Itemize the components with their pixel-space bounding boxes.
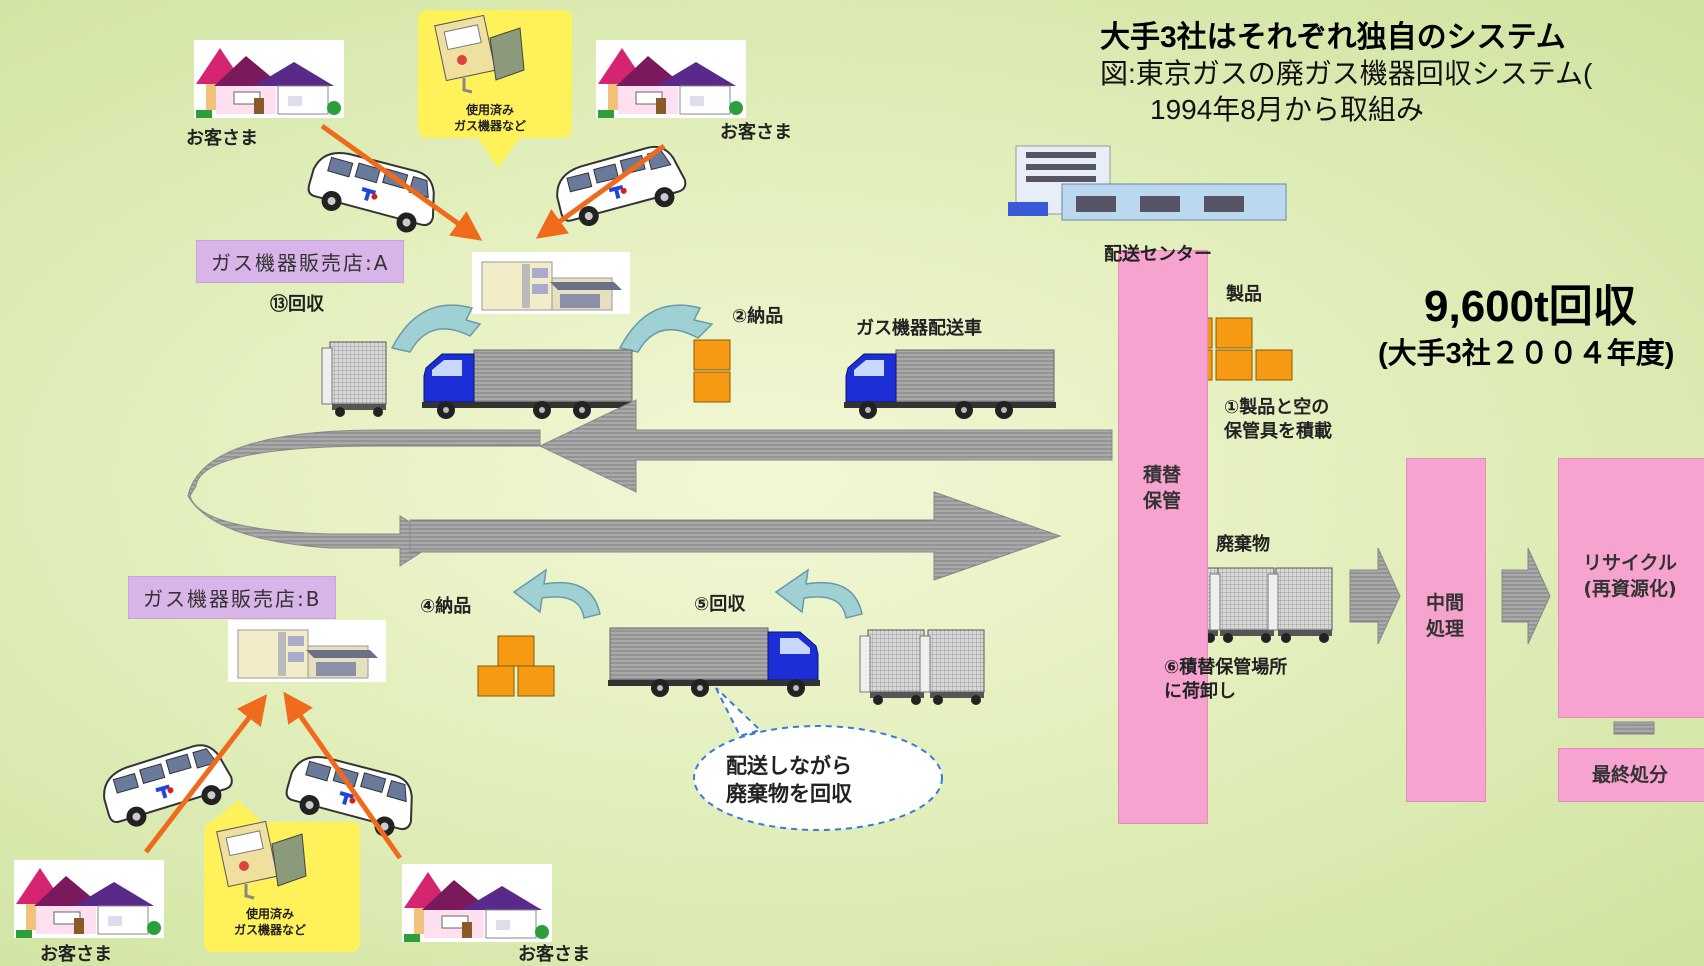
page-subtitle: 図:東京ガスの廃ガス機器回収システム( 1994年8月から取組み xyxy=(1100,56,1592,128)
recovery-note: (大手3社２００４年度) xyxy=(1378,338,1675,370)
intermediate-processing-bar xyxy=(1406,458,1486,802)
delivery-truck-label: ガス機器配送車 xyxy=(856,318,982,339)
carts-b xyxy=(859,629,985,706)
final-disposal-bar xyxy=(1558,748,1704,802)
waste-label: 廃棄物 xyxy=(1216,534,1270,555)
transfer-storage-label: 積替 保管 xyxy=(1142,464,1181,512)
collect-bubble-text: 配送しながら 廃棄物を回収 xyxy=(726,754,852,806)
delivery-center-bar xyxy=(1118,250,1208,824)
customer-label-bl: お客さま xyxy=(40,944,112,965)
customer-label-tr: お客さま xyxy=(720,122,792,143)
customer-house-icon-br xyxy=(401,863,553,943)
gray-flow-arrows xyxy=(187,399,1113,581)
customer-label-br: お客さま xyxy=(518,944,590,965)
step6-label: ⑥積替保管場所 に荷卸し xyxy=(1164,657,1288,702)
step2-label: ②納品 xyxy=(732,306,784,327)
step1-label: ①製品と空の 保管具を積載 xyxy=(1224,397,1332,442)
van-icon-tr xyxy=(548,138,693,235)
step5-label: ⑤回収 xyxy=(694,594,746,615)
customer-house-icon-tr xyxy=(595,39,747,119)
curved-arrows-top xyxy=(390,304,714,353)
subtitle-line2: 1994年8月から取組み xyxy=(1150,94,1424,125)
curved-arrows-bottom xyxy=(512,568,863,619)
used-equipment-text-bottom: 使用済み ガス機器など xyxy=(233,907,306,937)
recycle-bar xyxy=(1558,458,1704,718)
storage-cart-icon-a xyxy=(321,341,387,418)
recycle-label: リサイクル (再資源化) xyxy=(1582,552,1678,600)
store-b-building-icon xyxy=(227,619,387,683)
product-boxes-a xyxy=(693,339,731,403)
customer-house-icon-tl xyxy=(193,39,345,119)
truck-icon-b xyxy=(607,627,821,698)
used-equipment-text-top: 使用済み ガス機器など xyxy=(453,103,526,133)
store-a-label: ガス機器販売店:A xyxy=(196,240,405,283)
intermediate-label: 中間 処理 xyxy=(1425,592,1464,640)
orange-arrows xyxy=(144,123,666,860)
customer-label-tl: お客さま xyxy=(186,128,258,149)
delivery-center-label: 配送センター xyxy=(1104,244,1212,265)
van-icon-tl xyxy=(301,141,446,241)
step3-label: ⑬回収 xyxy=(270,294,324,315)
store-a-building-icon xyxy=(471,251,631,315)
collect-while-delivering-bubble xyxy=(693,687,943,831)
final-disposal-label: 最終処分 xyxy=(1591,764,1668,786)
store-b-label: ガス機器販売店:B xyxy=(128,576,337,619)
page-title: 大手3社はそれぞれ独自のシステム xyxy=(1100,21,1566,54)
products-label: 製品 xyxy=(1226,284,1262,305)
step4-label: ④納品 xyxy=(420,596,472,617)
used-equipment-bubble-bottom xyxy=(204,800,360,952)
customer-house-icon-bl xyxy=(13,859,165,939)
product-boxes-b xyxy=(477,635,555,697)
truck-icon-a xyxy=(421,349,635,420)
process-arrows xyxy=(1349,547,1655,735)
recovery-amount: 9,600t回収 xyxy=(1424,282,1637,331)
subtitle-line1: 図:東京ガスの廃ガス機器回収システム( xyxy=(1100,58,1593,89)
delivery-truck-icon xyxy=(843,349,1057,420)
used-equipment-bubble-top xyxy=(418,10,572,168)
delivery-center-building-icon xyxy=(1008,145,1287,221)
